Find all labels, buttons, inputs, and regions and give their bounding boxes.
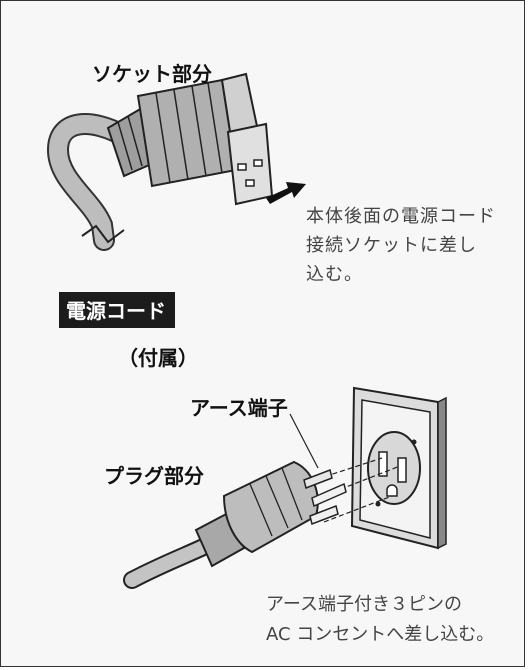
ground-terminal-label: アース端子 bbox=[190, 396, 288, 420]
power-cord-attached-note: （付属） bbox=[118, 346, 198, 370]
plug-instruction: アース端子付き３ピンの AC コンセントへ差し込む。 bbox=[266, 590, 494, 650]
power-cord-badge: 電源コード bbox=[59, 292, 175, 328]
plug-instruction-line: AC コンセントへ差し込む。 bbox=[266, 624, 495, 645]
plug-part-label: プラグ部分 bbox=[104, 464, 204, 488]
socket-instruction-line: 接続ソケットに差し bbox=[306, 235, 477, 256]
plug-instruction-line: アース端子付き３ピンの bbox=[266, 594, 463, 615]
wall-outlet-drawing bbox=[301, 386, 447, 550]
socket-instruction-line: 込む。 bbox=[306, 264, 363, 285]
socket-instruction: 本体後面の電源コード 接続ソケットに差し 込む。 bbox=[306, 202, 496, 289]
power-cord-socket-drawing bbox=[46, 72, 306, 251]
three-pin-plug-drawing bbox=[123, 413, 347, 589]
socket-part-label: ソケット部分 bbox=[92, 62, 212, 86]
socket-instruction-line: 本体後面の電源コード bbox=[306, 206, 496, 227]
